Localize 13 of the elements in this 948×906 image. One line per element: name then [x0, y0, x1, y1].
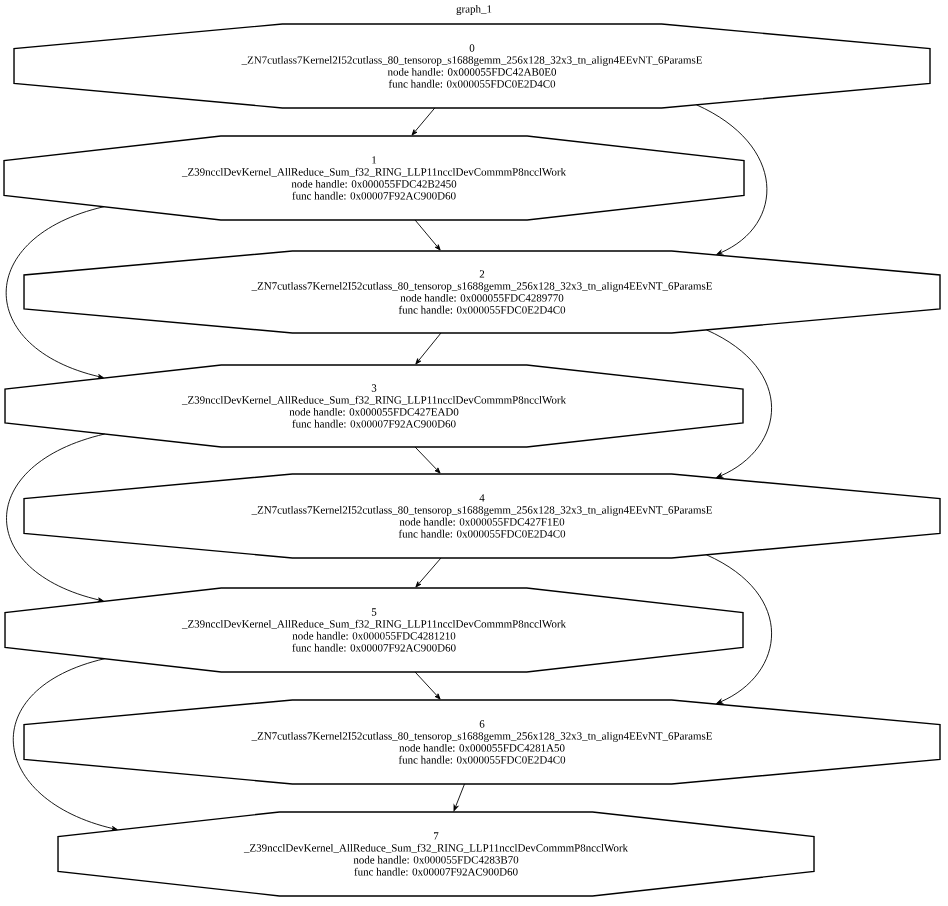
arrow — [415, 332, 442, 365]
arrow — [414, 219, 441, 251]
arrow — [695, 104, 768, 255]
arrow — [6, 433, 106, 603]
arrow — [453, 783, 465, 812]
arrow — [414, 446, 441, 474]
arrow — [411, 107, 436, 136]
arrow — [5, 206, 105, 379]
arrow — [705, 554, 773, 704]
arrow — [705, 329, 773, 478]
arrow — [13, 658, 118, 831]
arrow — [415, 557, 442, 588]
arrow — [414, 671, 441, 700]
